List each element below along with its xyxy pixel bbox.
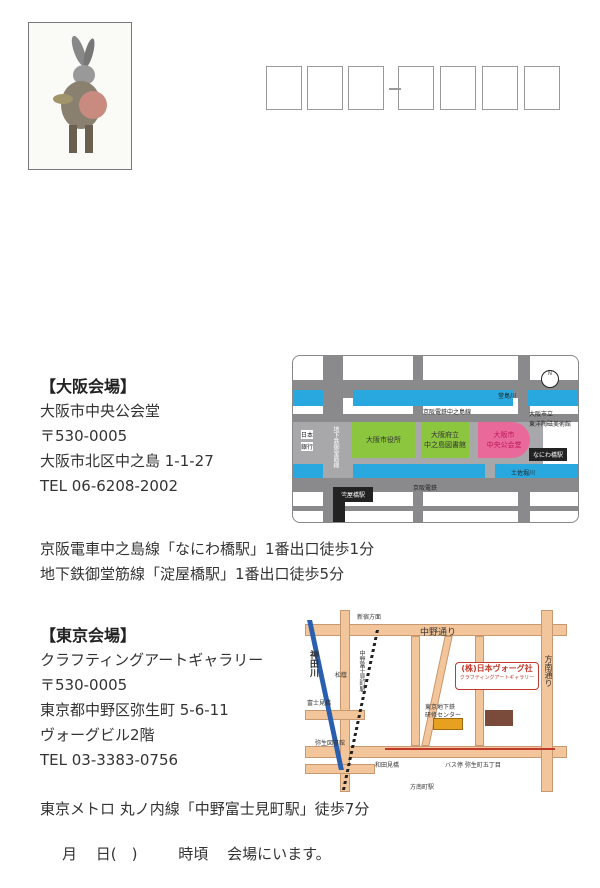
osaka-info: 【大阪会場】 大阪市中央公会堂 〒530-0005 大阪市北区中之島 1-1-2… xyxy=(40,374,214,499)
hounan-dori-label: 方南通り xyxy=(544,655,553,687)
subway-label: 地下鉄御堂筋線 xyxy=(332,426,339,468)
osaka-heading: 【大阪会場】 xyxy=(40,377,137,396)
honan-station-label: 方南町駅 xyxy=(410,784,435,791)
training-center-label: 東京地下鉄 xyxy=(425,704,456,711)
railway-label: 京阪電鉄中之島線 xyxy=(423,409,472,416)
station-label: 中野富士見町駅 xyxy=(358,650,365,692)
library-label: 弥生図書館 xyxy=(315,740,346,747)
bank-label: 日本 xyxy=(301,430,314,439)
river-label: 土佐堀川 xyxy=(511,470,536,477)
training-center-building xyxy=(433,718,463,730)
tokyo-venue: クラフティングアートギャラリー xyxy=(40,651,264,669)
venue-marker: 大阪市中央公会堂 xyxy=(478,422,530,458)
tokyo-building: ヴォーグビル2階 xyxy=(40,726,155,744)
kanda-river-label: 神田川 xyxy=(308,650,318,677)
tokyo-access: 東京メトロ 丸ノ内線「中野富士見町駅」徒歩7分 xyxy=(40,800,370,818)
river-label: 堂島川 xyxy=(498,393,517,400)
osaka-venue: 大阪市中央公会堂 xyxy=(40,402,161,420)
postal-box[interactable] xyxy=(482,66,518,110)
postal-box[interactable] xyxy=(348,66,384,110)
venue-building xyxy=(485,710,513,726)
matsuzono-label: 松蔭 xyxy=(335,672,348,679)
bank-label: 銀行 xyxy=(301,442,314,451)
postal-box[interactable] xyxy=(440,66,476,110)
tokyo-heading: 【東京会場】 xyxy=(40,626,137,645)
tokyo-postal: 〒530-0005 xyxy=(40,676,128,694)
training-center-label: 研修センター xyxy=(425,712,462,719)
rabbit-stamp-illustration xyxy=(28,22,132,170)
osaka-postal: 〒530-0005 xyxy=(40,427,128,445)
osaka-access-line: 地下鉄御堂筋線「淀屋橋駅」1番出口徒歩5分 xyxy=(40,565,345,583)
time-field: 時頃 xyxy=(178,845,209,863)
meeting-note: 月 日( ) 時頃 会場にいます。 xyxy=(62,842,331,867)
tokyo-tel: TEL 03-3383-0756 xyxy=(40,751,179,769)
museum-label: 東洋陶磁美術館 xyxy=(529,421,572,428)
osaka-map: 大阪市役所 大阪府立中之島図書館 大阪市中央公会堂 堂島川 京阪電鉄中之島線 大… xyxy=(292,355,579,523)
osaka-tel: TEL 06-6208-2002 xyxy=(40,477,179,495)
tokyo-info: 【東京会場】 クラフティングアートギャラリー 〒530-0005 東京都中野区弥… xyxy=(40,623,263,773)
bus-stop-label: バス停 弥生町五丁目 xyxy=(445,762,501,769)
railway-label: 京阪電鉄 xyxy=(413,485,438,492)
day-field: 日( ) xyxy=(95,845,138,863)
naniwa-station: なにわ橋駅 xyxy=(529,448,568,461)
tokyo-map: (株)日本ヴォーグ社 クラフティングアートギャラリー 中野通り 方南通り 神田川… xyxy=(305,610,567,792)
meeting-message: 会場にいます。 xyxy=(227,845,331,863)
month-field: 月 xyxy=(62,845,78,863)
fujimibashi-label: 富士見橋 xyxy=(307,700,332,707)
city-hall: 大阪市役所 xyxy=(352,422,415,458)
tokyo-address: 東京都中野区弥生町 5-6-11 xyxy=(40,701,229,719)
postal-box[interactable] xyxy=(398,66,434,110)
prefectural-library: 大阪府立中之島図書館 xyxy=(421,422,469,458)
route-line xyxy=(385,748,555,750)
shinjuku-label: 新宿方面 xyxy=(357,614,382,621)
postal-box[interactable] xyxy=(307,66,343,110)
osaka-access: 京阪電車中之島線「なにわ橋駅」1番出口徒歩1分 地下鉄御堂筋線「淀屋橋駅」1番出… xyxy=(40,537,374,587)
osaka-access-line: 京阪電車中之島線「なにわ橋駅」1番出口徒歩1分 xyxy=(40,540,375,558)
museum-label: 大阪市立 xyxy=(529,411,554,418)
postal-dash xyxy=(389,88,401,90)
north-compass-icon: N xyxy=(541,370,559,388)
company-callout: (株)日本ヴォーグ社 クラフティングアートギャラリー xyxy=(455,662,539,690)
postal-box[interactable] xyxy=(266,66,302,110)
osaka-address: 大阪市北区中之島 1-1-27 xyxy=(40,452,214,470)
postal-box[interactable] xyxy=(524,66,560,110)
nakano-dori-label: 中野通り xyxy=(420,628,457,638)
wada-label: 和田見橋 xyxy=(375,762,400,769)
